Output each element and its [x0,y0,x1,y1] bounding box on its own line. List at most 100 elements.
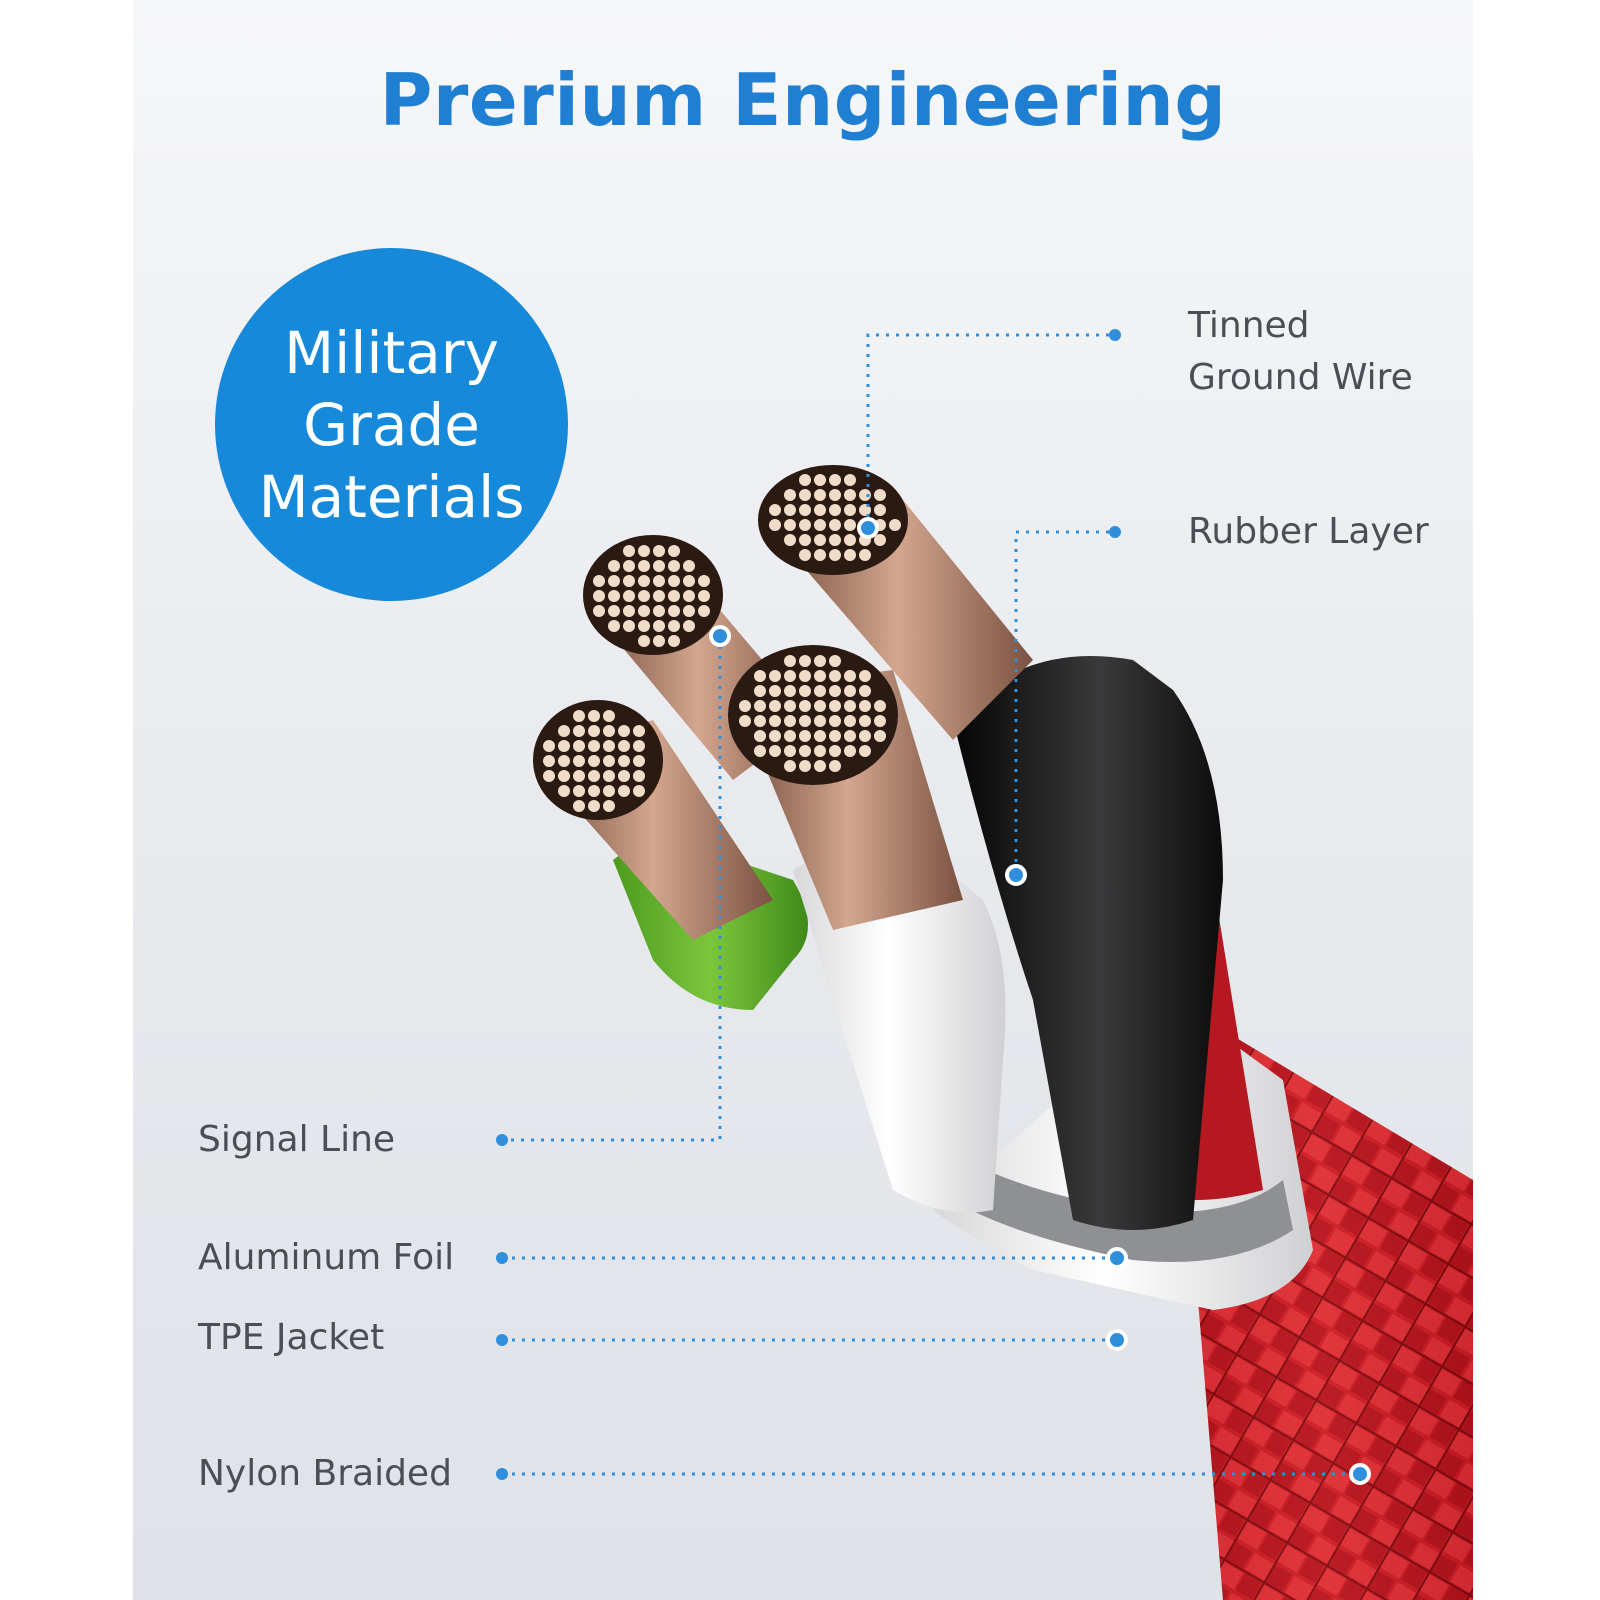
callout-target-dot [857,517,879,539]
copper-strand-end [573,755,585,767]
copper-strand-end [844,534,856,546]
copper-strand-end [558,755,570,767]
copper-strand-end [638,545,650,557]
copper-strand-end [633,740,645,752]
copper-strand-end [829,700,841,712]
copper-strand-end [814,519,826,531]
callout-label-tinned-ground-wire: Tinned Ground Wire [1188,300,1413,404]
copper-strand-end [668,635,680,647]
copper-strand-end [814,504,826,516]
copper-strand-end [829,730,841,742]
copper-strand-end [603,785,615,797]
copper-strand-end [784,519,796,531]
copper-strand-end [874,534,886,546]
copper-strand-end [558,740,570,752]
copper-strand-end [874,715,886,727]
copper-strand-end [859,730,871,742]
copper-strand-end [784,730,796,742]
copper-strand-end [784,489,796,501]
copper-strand-end [799,549,811,561]
copper-strand-end [638,605,650,617]
copper-strand-end [573,725,585,737]
copper-strand-end [844,504,856,516]
copper-strand-end [769,715,781,727]
copper-strand-end [593,575,605,587]
copper-strand-end [769,745,781,757]
copper-strand-end [784,685,796,697]
copper-strand-end [814,685,826,697]
copper-strand-end [754,700,766,712]
copper-strand-end [638,560,650,572]
copper-strand-end [799,670,811,682]
callout-dot [496,1468,508,1480]
copper-strand-end [829,489,841,501]
copper-strand-end [814,534,826,546]
white-signal-wire [793,847,1006,1213]
copper-strand-end [623,545,635,557]
copper-strand-end [588,740,600,752]
copper-strand-end [739,715,751,727]
copper-strand-end [668,605,680,617]
copper-strand-end [653,560,665,572]
copper-strand-end [754,670,766,682]
aluminum-foil-ring [923,1140,1293,1262]
copper-strand-end [638,635,650,647]
copper-strand-end [623,620,635,632]
copper-strand-end [608,560,620,572]
copper-strand-end [668,545,680,557]
copper-strand-end [844,715,856,727]
copper-strand-end [653,620,665,632]
copper-strand-end [784,670,796,682]
copper-strand-end [874,730,886,742]
copper-strand-end [769,670,781,682]
copper-strand-end [603,800,615,812]
military-grade-badge: Military Grade Materials [215,248,568,601]
callout-dots [496,329,1121,1480]
copper-strand-end [623,605,635,617]
badge-line: Grade [303,390,480,459]
copper-strand-end [593,590,605,602]
copper-strand-end [603,740,615,752]
copper-strand-end [769,685,781,697]
copper-strand-end [829,549,841,561]
callout-dot [496,1334,508,1346]
copper-strand-end [844,549,856,561]
copper-strand-end [829,685,841,697]
copper-strand-end [829,474,841,486]
copper-strand-end [784,700,796,712]
callout-label-nylon-braided: Nylon Braided [198,1453,452,1494]
copper-strand-end [698,605,710,617]
callout-dot [496,1134,508,1146]
copper-strand-end [653,590,665,602]
copper-strand-end [784,745,796,757]
copper-strand-end [799,474,811,486]
copper-strand-end [844,474,856,486]
copper-strand-end [844,489,856,501]
copper-strand-end [799,715,811,727]
copper-strand-end [829,655,841,667]
copper-strand-end [573,740,585,752]
copper-strand-end [874,504,886,516]
copper-strand-end [829,760,841,772]
copper-strand-end [754,730,766,742]
copper-strand-end [739,700,751,712]
copper-strand-end [623,560,635,572]
copper-strand-end [623,575,635,587]
copper-strand-end [814,760,826,772]
copper-strand-end [859,670,871,682]
copper-strand-end [829,670,841,682]
copper-strand-end [829,534,841,546]
copper-strand-end [543,740,555,752]
copper-strand-end [573,770,585,782]
callout-dot [1109,526,1121,538]
copper-strand-end [859,745,871,757]
copper-strand-end [784,760,796,772]
callout-target-dot [1349,1463,1371,1485]
copper-strand-end [588,755,600,767]
copper-strand-end [799,685,811,697]
copper-strand-end [754,745,766,757]
copper-strand-end [683,575,695,587]
copper-strand-end [558,770,570,782]
copper-strand-end [608,605,620,617]
copper-strand-end [618,755,630,767]
